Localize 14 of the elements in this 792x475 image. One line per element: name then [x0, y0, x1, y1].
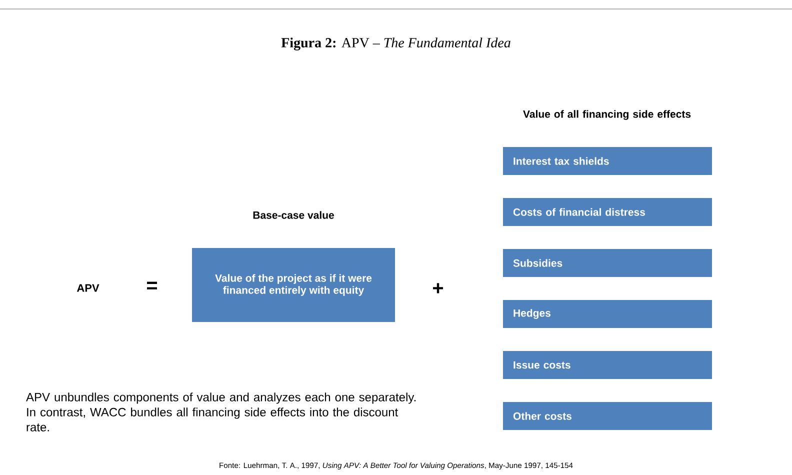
process-box: Base-case value Value of the project as if it were financed entirely with equity [192, 211, 395, 322]
process-box: Issue costs [503, 351, 712, 379]
note-text: APV unbundles components of value and analyzes each one separately. In contrast, WACC bundles all financing side effects into the discount rate. [26, 392, 416, 432]
process-box: Hedges [503, 300, 712, 328]
equals-sign: = [147, 282, 158, 290]
process-box: Interest tax shields [503, 147, 712, 175]
process-box: Subsidies [503, 249, 712, 277]
group-heading: Value of all financing side effects [523, 110, 691, 120]
process-box: Costs of financial distress [503, 198, 712, 226]
node-label: Base-case value [253, 211, 334, 219]
process-box: Other costs [503, 402, 712, 430]
figure-title: Figura 2: APV – The Fundamental Idea [281, 38, 510, 50]
apv-label: APV [76, 284, 100, 292]
plus-sign: + [433, 283, 444, 294]
